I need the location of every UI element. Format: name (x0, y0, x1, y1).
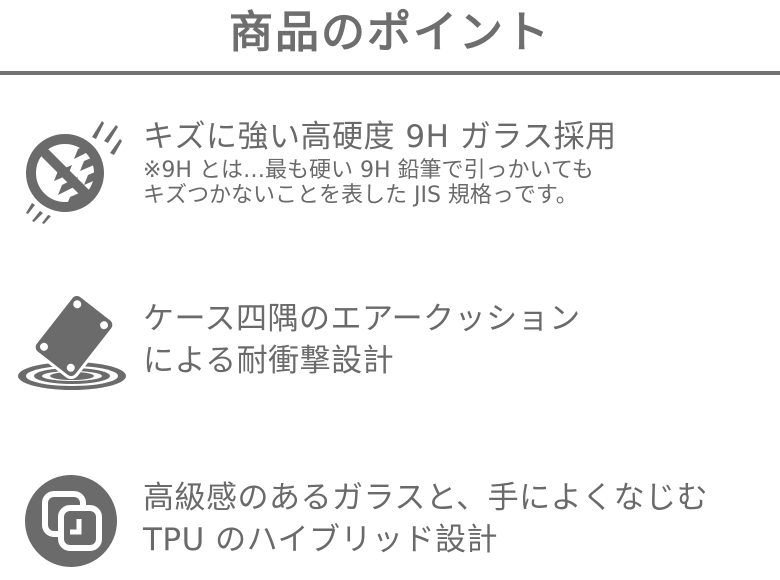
feature-hybrid-design: 高級感のあるガラスと、手によくなじむ TPU のハイブリッド設計 (0, 470, 780, 580)
title-divider (0, 71, 780, 75)
feature-heading: 高級感のあるガラスと、手によくなじむ (143, 480, 709, 516)
shock-absorb-icon (16, 292, 131, 392)
feature-text: ケース四隅のエアークッション による耐衝撃設計 (143, 298, 581, 382)
feature-heading: ケース四隅のエアークッション (143, 301, 581, 337)
page-title: 商品のポイント (229, 7, 551, 58)
feature-heading: による耐衝撃設計 (143, 343, 395, 379)
scratch-resistant-icon (18, 115, 128, 225)
hybrid-layers-icon (24, 474, 118, 568)
feature-note-line: ※9H とは…最も硬い 9H 鉛筆で引っかいても (143, 158, 594, 183)
feature-heading: TPU のハイブリッド設計 (143, 522, 499, 558)
feature-shock-absorb: ケース四隅のエアークッション による耐衝撃設計 (0, 290, 780, 400)
feature-text: キズに強い高硬度 9H ガラス採用 ※9H とは…最も硬い 9H 鉛筆で引っかい… (143, 116, 617, 208)
feature-scratch-resistant: キズに強い高硬度 9H ガラス採用 ※9H とは…最も硬い 9H 鉛筆で引っかい… (0, 110, 780, 230)
feature-text: 高級感のあるガラスと、手によくなじむ TPU のハイブリッド設計 (143, 477, 708, 561)
feature-note-line: キズつかないことを表した JIS 規格っです。 (143, 183, 578, 208)
feature-heading: キズに強い高硬度 9H ガラス採用 (143, 119, 617, 155)
